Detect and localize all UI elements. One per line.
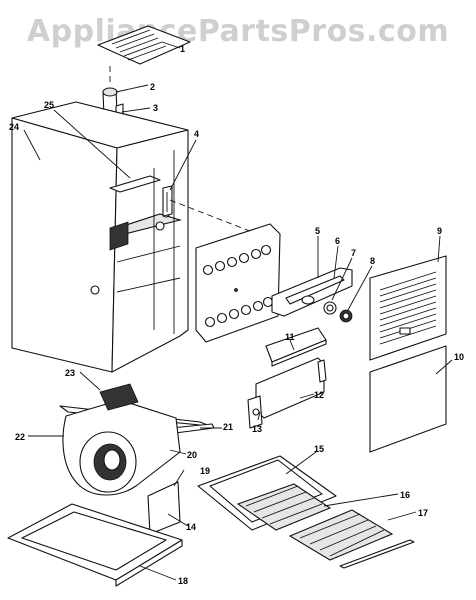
callout-14: 14 <box>186 522 196 532</box>
part-5-6-plate <box>271 267 353 317</box>
part-7-ring <box>323 301 337 315</box>
callout-25: 25 <box>44 100 54 110</box>
callout-20: 20 <box>187 450 197 460</box>
part-14-plate <box>147 481 181 535</box>
part-16-filter <box>236 483 332 531</box>
part-8-grommet <box>339 309 353 323</box>
callout-19: 19 <box>200 466 210 476</box>
callout-13: 13 <box>252 424 262 434</box>
part-callouts: 1 2 3 4 5 6 7 8 9 10 11 12 13 14 15 16 1… <box>9 44 464 586</box>
callout-22: 22 <box>15 432 25 442</box>
callout-23: 23 <box>65 368 75 378</box>
callout-7: 7 <box>351 248 356 258</box>
callout-18: 18 <box>178 576 188 586</box>
part-22-blower <box>62 383 181 496</box>
inner-panel <box>195 223 281 343</box>
part-1-top-plate <box>97 25 191 65</box>
callout-2: 2 <box>150 82 155 92</box>
part-18-bottom-pan <box>7 503 183 587</box>
callout-11: 11 <box>285 332 295 342</box>
callout-15: 15 <box>314 444 324 454</box>
callout-21: 21 <box>223 422 233 432</box>
callout-24: 24 <box>9 122 19 132</box>
callout-6: 6 <box>335 236 340 246</box>
callout-8: 8 <box>370 256 375 266</box>
callout-12: 12 <box>314 390 324 400</box>
callout-10: 10 <box>454 352 464 362</box>
callout-16: 16 <box>400 490 410 500</box>
part-10-lower-door <box>369 345 447 453</box>
part-12-13-channel <box>247 357 327 429</box>
part-15-filter-frame <box>197 455 337 531</box>
part-11-tray <box>265 327 327 367</box>
callout-1: 1 <box>180 44 185 54</box>
part-17-filter <box>288 509 394 561</box>
watermark-text: AppliancePartsPros.com <box>26 14 450 49</box>
part-24-cabinet <box>11 101 189 373</box>
callout-5: 5 <box>315 226 320 236</box>
callout-17: 17 <box>418 508 428 518</box>
part-4-bracket <box>162 185 173 217</box>
callout-3: 3 <box>153 103 158 113</box>
callout-9: 9 <box>437 226 442 236</box>
leader-lines <box>23 41 453 581</box>
filter-strip <box>339 539 415 569</box>
part-9-upper-door <box>369 255 447 361</box>
callout-4: 4 <box>194 129 199 139</box>
